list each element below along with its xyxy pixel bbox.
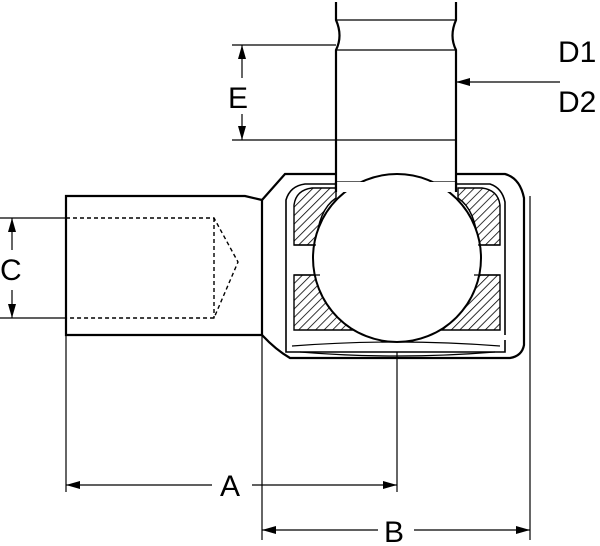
socket-housing xyxy=(260,172,526,360)
label-d1: D1 xyxy=(558,36,596,69)
dimension-e: E xyxy=(228,44,336,141)
dimension-a: A xyxy=(65,335,398,503)
label-a: A xyxy=(220,470,240,503)
label-c: C xyxy=(0,254,22,287)
side-thread-stud xyxy=(64,194,263,337)
dimension-c: C xyxy=(0,217,66,319)
label-b: B xyxy=(384,516,404,546)
dimension-b: B xyxy=(261,196,531,546)
ball xyxy=(294,173,500,343)
dimension-d-leader: D1 D2 xyxy=(456,36,596,119)
stud-shaft xyxy=(334,2,458,190)
label-e: E xyxy=(228,82,248,115)
label-d2: D2 xyxy=(558,86,596,119)
